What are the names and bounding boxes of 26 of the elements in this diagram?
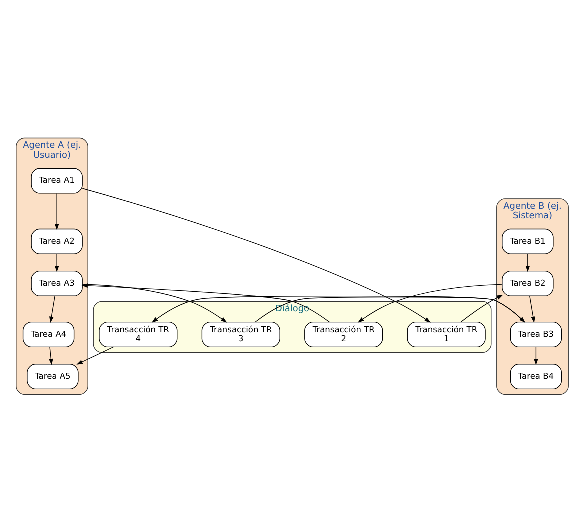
node-box: Tarea A2 <box>31 228 83 254</box>
node-box: Tarea A5 <box>27 364 79 390</box>
node-box: Tarea A1 <box>31 168 83 194</box>
arrow <box>82 284 228 322</box>
node-box: Transacción TR 3 <box>202 322 280 347</box>
node-box: Transacción TR 2 <box>304 322 384 347</box>
node-box: Tarea B2 <box>502 270 554 296</box>
arrow <box>76 346 114 364</box>
arrow <box>54 192 60 230</box>
arrow <box>49 346 54 365</box>
node-box: Tarea B1 <box>502 228 554 254</box>
arrow <box>526 253 530 272</box>
node-box: Tarea A3 <box>31 270 83 296</box>
arrow <box>358 284 503 322</box>
arrow <box>50 295 56 323</box>
node-box: Tarea B3 <box>510 322 562 347</box>
arrow <box>82 188 431 322</box>
node-box: Tarea A4 <box>22 322 75 347</box>
arrow <box>460 294 504 322</box>
arrow <box>82 283 330 322</box>
node-box: Tarea B4 <box>510 364 562 390</box>
arrow <box>54 253 60 272</box>
arrow <box>530 295 536 323</box>
arrow <box>534 346 538 365</box>
node-box: Transacción TR 1 <box>407 322 486 347</box>
node-box: Transacción TR 4 <box>99 322 178 347</box>
